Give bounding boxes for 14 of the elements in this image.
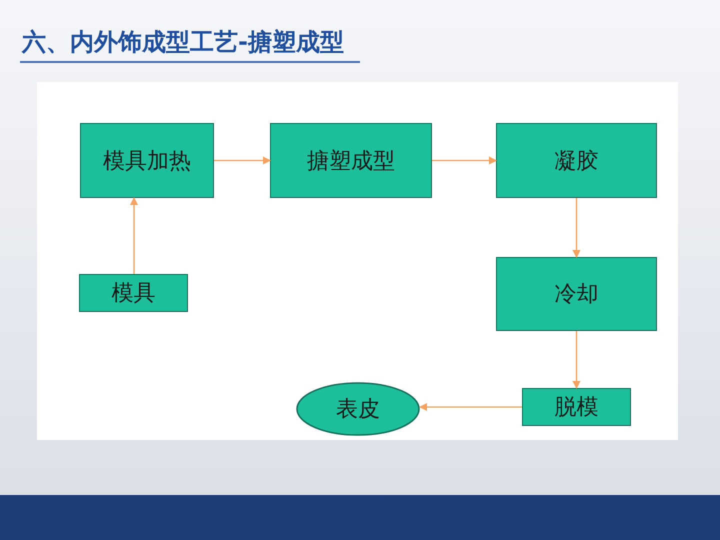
process-box: 凝胶 <box>496 123 657 198</box>
arrow <box>572 331 580 389</box>
arrow <box>419 403 522 411</box>
ellipse-node: 表皮 <box>296 382 420 436</box>
process-box: 模具 <box>79 274 188 312</box>
slide-title: 六、内外饰成型工艺-搪塑成型 <box>22 27 344 58</box>
arrow <box>432 156 497 164</box>
process-box: 搪塑成型 <box>270 123 432 198</box>
arrow <box>572 198 580 258</box>
process-box: 脱模 <box>522 388 631 426</box>
arrow <box>214 156 271 164</box>
arrow <box>130 197 138 274</box>
process-box: 冷却 <box>496 257 657 331</box>
process-box: 模具加热 <box>80 123 214 198</box>
